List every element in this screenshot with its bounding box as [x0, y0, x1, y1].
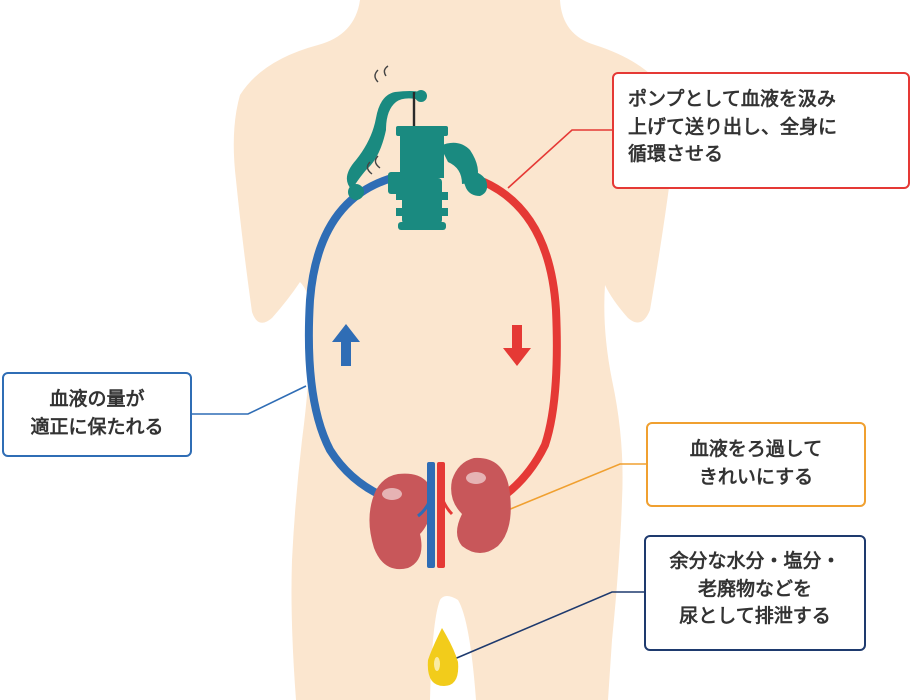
filtration-callout-line: きれいにする: [698, 465, 814, 488]
volume-connector: [192, 385, 307, 415]
urine-connector: [451, 591, 644, 661]
body-silhouette: [233, 0, 675, 700]
filtration-callout-line: 血液をろ過して: [689, 438, 823, 460]
urine-callout-line: 尿として排泄する: [679, 605, 831, 628]
pump-connector: [507, 129, 612, 189]
urine-callout-line: 老廃物などを: [697, 577, 812, 600]
up-arrow-icon: [332, 324, 360, 366]
kidney-icon: [369, 457, 511, 570]
blood-volume-callout-line: 血液の量が: [49, 388, 145, 410]
connector-lines: [192, 129, 646, 661]
pump-callout-line: ポンプとして血液を汲み: [628, 88, 836, 110]
hand-pump-icon: [346, 65, 488, 230]
urine-callout-line: 余分な水分・塩分・: [669, 550, 841, 572]
pump-callout-line: 上げて送り出し、全身に: [628, 115, 838, 138]
vein-loop: [304, 174, 396, 504]
pump-callout-line: 循環させる: [628, 143, 724, 166]
pump-callout: ポンプとして血液を汲み 上げて送り出し、全身に 循環させる: [612, 72, 910, 189]
urine-callout: 余分な水分・塩分・ 老廃物などを 尿として排泄する: [644, 535, 866, 651]
filter-connector: [507, 463, 646, 511]
urine-drop-icon: [427, 628, 459, 686]
down-arrow-icon: [503, 325, 531, 366]
blood-volume-callout: 血液の量が 適正に保たれる: [2, 372, 192, 457]
blood-volume-callout-line: 適正に保たれる: [30, 415, 164, 438]
artery-loop: [480, 178, 561, 504]
filtration-callout: 血液をろ過して きれいにする: [646, 422, 866, 507]
